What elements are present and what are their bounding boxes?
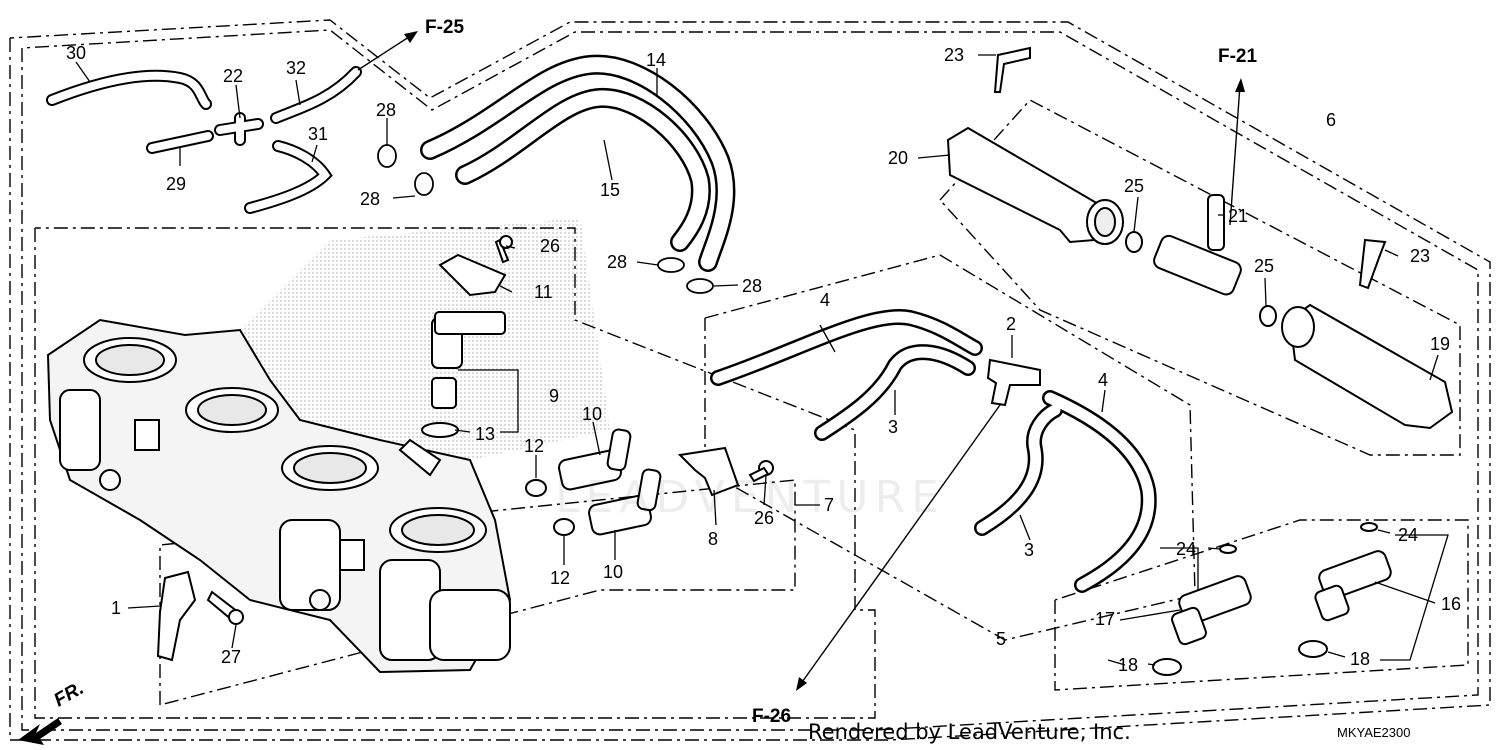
fuel-rail-parts: [946, 46, 1454, 430]
watermark: LEADVENTURE: [555, 472, 945, 523]
part-label-1: 1: [111, 598, 121, 618]
part-label-16: 16: [1441, 594, 1461, 614]
part-label-5: 5: [996, 629, 1006, 649]
ref-f21: F-21: [1218, 46, 1258, 67]
part-label-12-bottom: 12: [550, 568, 570, 588]
part-label-28-right: 28: [742, 276, 762, 296]
part-label-8: 8: [708, 529, 718, 549]
part-label-28-left: 28: [607, 252, 627, 272]
reference-arrows: [357, 34, 1241, 686]
part-label-23-top: 23: [944, 45, 964, 65]
part-label-24-left: 24: [1176, 539, 1196, 559]
ref-f26: F-26: [752, 706, 791, 727]
arrow-heads: [18, 31, 1245, 745]
clamps: [377, 144, 714, 294]
part-label-32: 32: [286, 58, 306, 78]
group-frames: [9, 19, 1491, 741]
part-label-18-right: 18: [1350, 649, 1370, 669]
part-label-22: 22: [223, 66, 243, 86]
reference-labels: F-25 F-21 F-26: [425, 17, 1258, 727]
clip-part: [677, 446, 774, 497]
part-label-2: 2: [1006, 314, 1016, 334]
bracket-part: [156, 570, 244, 662]
small-hoses-inner: [48, 68, 360, 212]
part-label-12-top: 12: [524, 436, 544, 456]
part-label-24-right: 24: [1398, 525, 1418, 545]
part-label-10-top: 10: [582, 404, 602, 424]
part-label-3-right: 3: [1024, 540, 1034, 560]
diagram-code: MKYAE2300: [1337, 725, 1411, 740]
right-injectors: [1152, 522, 1392, 676]
part-label-21: 21: [1228, 206, 1248, 226]
part-label-29: 29: [166, 174, 186, 194]
leader-lines: [75, 54, 1449, 666]
part-label-28-mid: 28: [360, 189, 380, 209]
part-label-27: 27: [221, 647, 241, 667]
part-label-25-right: 25: [1254, 256, 1274, 276]
part-label-31: 31: [308, 124, 328, 144]
part-label-26-bottom: 26: [754, 508, 774, 528]
part-label-18-left: 18: [1118, 655, 1138, 675]
injector-part: [525, 428, 662, 536]
part-label-19: 19: [1430, 334, 1450, 354]
part-label-15: 15: [600, 180, 620, 200]
ref-f25: F-25: [425, 17, 465, 38]
part-labels: 30 22 32 31 29 28 28 14 15 28 28 26 11 9…: [66, 43, 1461, 675]
part-label-17: 17: [1095, 609, 1115, 629]
part-label-9: 9: [549, 386, 559, 406]
part-label-7: 7: [824, 495, 834, 515]
throttle-body: [46, 318, 512, 674]
vacuum-hoses-inner: [422, 57, 733, 270]
part-label-13: 13: [475, 424, 495, 444]
part-label-23-bottom: 23: [1410, 246, 1430, 266]
part-label-26-top: 26: [540, 236, 560, 256]
joint-part: [986, 358, 1041, 407]
part-label-20: 20: [888, 148, 908, 168]
part-label-25-left: 25: [1124, 176, 1144, 196]
part-label-28-top: 28: [376, 100, 396, 120]
part-label-3-left: 3: [888, 417, 898, 437]
part-label-10-bottom: 10: [603, 562, 623, 582]
sensor-part: [421, 235, 513, 438]
credit-text: Rendered by LeadVenture, Inc.: [808, 720, 1131, 744]
part-label-4-right: 4: [1098, 370, 1108, 390]
part-label-4-left: 4: [820, 290, 830, 310]
part-label-14: 14: [646, 50, 666, 70]
middle-hoses-inner: [712, 311, 1155, 591]
part-label-30: 30: [66, 43, 86, 63]
part-label-6: 6: [1326, 110, 1336, 130]
part-label-11: 11: [534, 282, 553, 302]
